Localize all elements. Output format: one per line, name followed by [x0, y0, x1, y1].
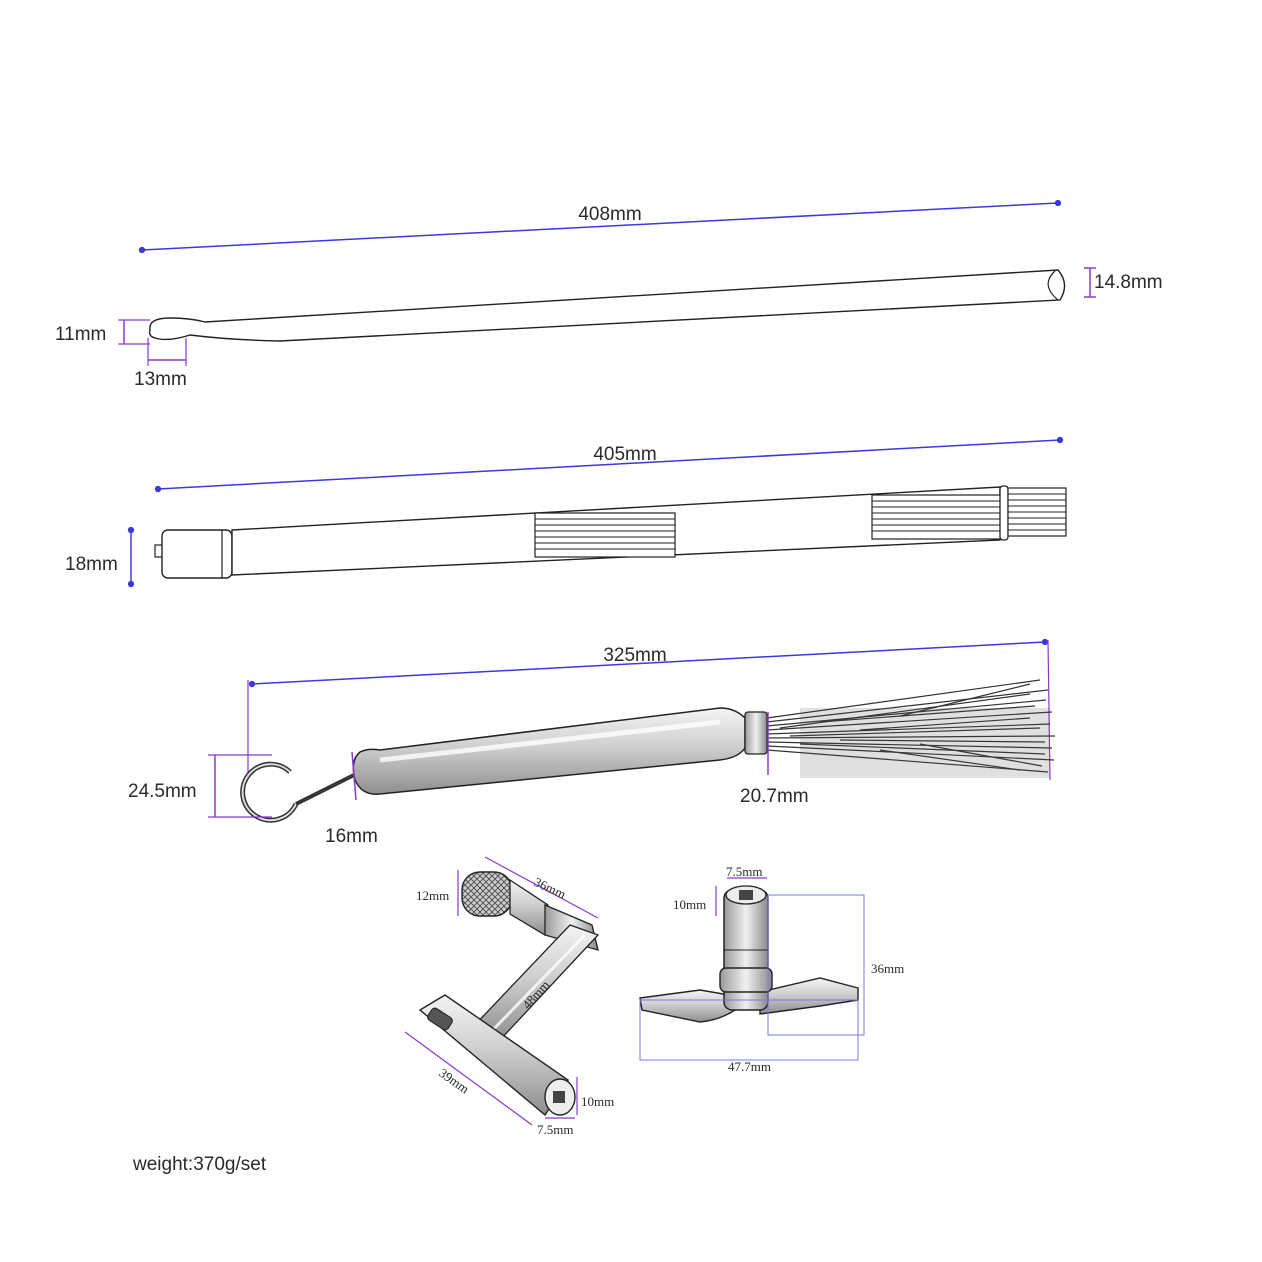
rod-stick-group: 405mm — [65, 436, 1067, 588]
wire-brush-bristle-shade — [800, 708, 1050, 778]
wire-brush-handle-highlight — [379, 719, 721, 763]
drumstick-length-dimension-line — [138, 199, 1062, 254]
crank-key-socket-hole — [553, 1091, 565, 1103]
drumstick-butt-diameter-label: 14.8mm — [1094, 272, 1163, 293]
wire-brush-shaft-diameter-label: 16mm — [325, 826, 378, 847]
crank-key-bar-label: 39mm — [436, 1065, 472, 1096]
drumstick-group: 408mm 14.8mm 11mm 13mm — [55, 199, 1163, 390]
rod-stick-diameter-label: 18mm — [65, 554, 118, 575]
t-key-height-label: 36mm — [871, 961, 904, 976]
wire-brush-shaft-dimension-line — [351, 751, 357, 801]
rod-stick-bundle-section-1 — [534, 512, 676, 558]
crank-key-bar-slot — [427, 1007, 453, 1031]
weight-label: weight:370g/set — [132, 1154, 267, 1175]
crank-key-socket-outer-label: 10mm — [581, 1094, 614, 1109]
t-key-wing-left — [639, 989, 736, 1023]
t-key-socket-hole — [739, 890, 753, 900]
wire-brush-handle — [352, 707, 746, 795]
t-key-socket-side-label: 10mm — [673, 897, 706, 912]
drumstick-outline — [148, 269, 1066, 342]
rod-stick-band — [999, 485, 1009, 541]
t-key-width-label: 47.7mm — [728, 1059, 771, 1074]
wire-brush-wire-shaft — [295, 770, 361, 806]
crank-key-shaft-highlight — [486, 933, 587, 1037]
wire-brush-length-label: 325mm — [603, 645, 666, 666]
crank-key-bar — [418, 994, 569, 1117]
t-key-group: 7.5mm 10mm 36mm 47.7mm — [639, 864, 904, 1074]
wire-brush-right-extension — [1047, 639, 1051, 781]
crank-key-bar-dimension-line — [404, 1031, 533, 1126]
wire-brush-length-dimension-line — [248, 638, 1049, 688]
wire-brush-bristles — [766, 679, 1056, 773]
t-key-collar — [719, 967, 773, 993]
crank-key-group: 12mm 36mm 48mm 39mm 10mm 7.5mm — [404, 856, 614, 1137]
drumstick-tip-height-label: 11mm — [55, 324, 106, 345]
wire-brush-loop-diameter-label: 24.5mm — [128, 781, 197, 802]
crank-key-knurled-knob — [461, 871, 513, 917]
drumstick-length-label: 408mm — [578, 204, 641, 225]
rod-stick-length-label: 405mm — [593, 444, 656, 465]
crank-key-socket-inner-label: 7.5mm — [537, 1122, 573, 1137]
wire-brush-hook-shine — [241, 763, 297, 822]
crank-key-knob-label: 12mm — [416, 888, 449, 903]
t-key-wing-right — [759, 977, 859, 1015]
wire-brush-ferrule — [744, 711, 768, 755]
crank-key-arm-dimension-line — [484, 856, 599, 919]
t-key-socket-outer-label: 7.5mm — [726, 864, 762, 879]
rod-stick-bundle-section-2 — [871, 494, 1003, 540]
wire-brush-group: 325mm 24.5mm 16mm 20.7mm — [128, 638, 1056, 847]
rod-stick-length-dimension-line — [154, 436, 1064, 493]
drumstick-butt-curve — [1047, 270, 1059, 301]
rod-stick-rod-ends — [1007, 487, 1067, 537]
t-key-height-bracket — [767, 894, 865, 1036]
wire-brush-handle-diameter-label: 20.7mm — [740, 786, 809, 807]
drumstick-tip-length-label: 13mm — [134, 369, 187, 390]
t-key-width-bracket — [639, 999, 859, 1061]
